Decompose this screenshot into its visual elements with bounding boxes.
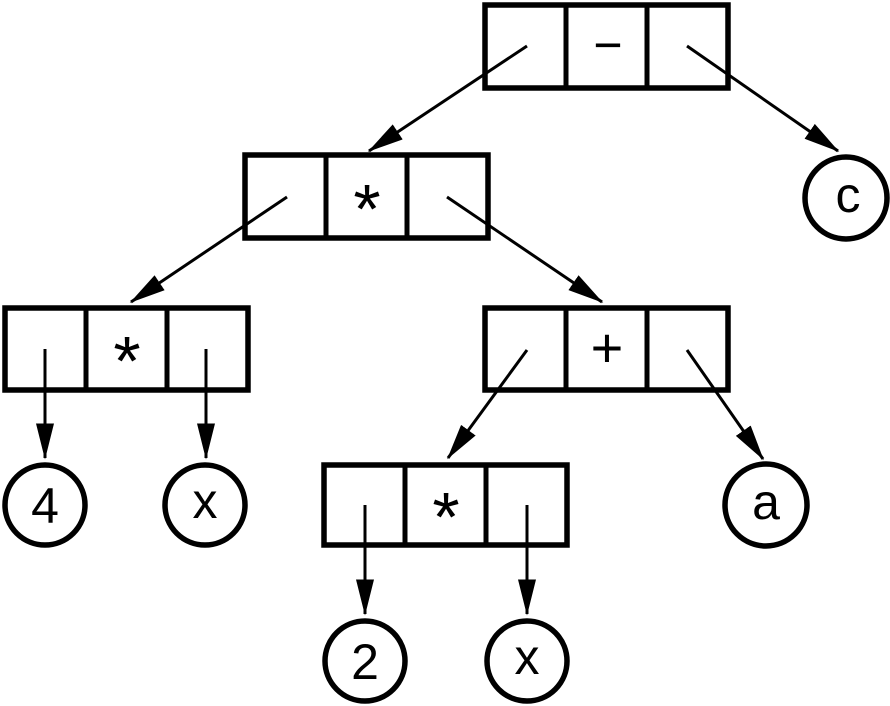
leaf-c: c bbox=[802, 154, 890, 242]
edge-root-right-pointer bbox=[686, 44, 840, 153]
leaf-x-bottom-circle bbox=[484, 618, 570, 704]
leaf-two-circle bbox=[322, 618, 408, 704]
edge-times-top-left-pointer bbox=[129, 195, 288, 304]
edge-times-top-right-pointer bbox=[446, 195, 604, 304]
node-times-bottom-operator: * bbox=[432, 478, 459, 556]
leaf-a-label: a bbox=[752, 474, 780, 530]
node-root-minus: − bbox=[367, 2, 840, 153]
leaf-c-circle bbox=[802, 154, 890, 242]
leaf-x-left-circle bbox=[162, 462, 248, 548]
node-times-left: * bbox=[2, 305, 251, 460]
node-times-top: * bbox=[129, 152, 604, 304]
node-root-operator: − bbox=[593, 17, 622, 73]
leaf-a: a bbox=[722, 461, 810, 549]
leaf-a-circle bbox=[722, 461, 810, 549]
leaf-two-label: 2 bbox=[351, 634, 379, 690]
leaf-x-left: x bbox=[162, 462, 248, 548]
leaf-x-bottom-label: x bbox=[515, 629, 540, 685]
node-times-top-operator: * bbox=[353, 170, 380, 248]
node-plus-box bbox=[482, 305, 731, 393]
node-plus-operator: + bbox=[591, 316, 624, 379]
edge-plus-right-pointer bbox=[685, 349, 765, 461]
edge-plus-left-pointer bbox=[446, 349, 529, 460]
leaf-four-circle bbox=[2, 462, 88, 548]
leaf-two: 2 bbox=[322, 618, 408, 704]
leaf-x-left-label: x bbox=[193, 473, 218, 529]
leaf-four-label: 4 bbox=[31, 478, 59, 534]
node-plus: + bbox=[446, 305, 765, 461]
node-times-left-operator: * bbox=[113, 322, 140, 400]
leaf-four: 4 bbox=[2, 462, 88, 548]
node-times-bottom: * bbox=[321, 462, 570, 616]
leaf-c-label: c bbox=[836, 167, 861, 223]
leaf-x-bottom: x bbox=[484, 618, 570, 704]
edge-root-left-pointer bbox=[367, 44, 528, 153]
